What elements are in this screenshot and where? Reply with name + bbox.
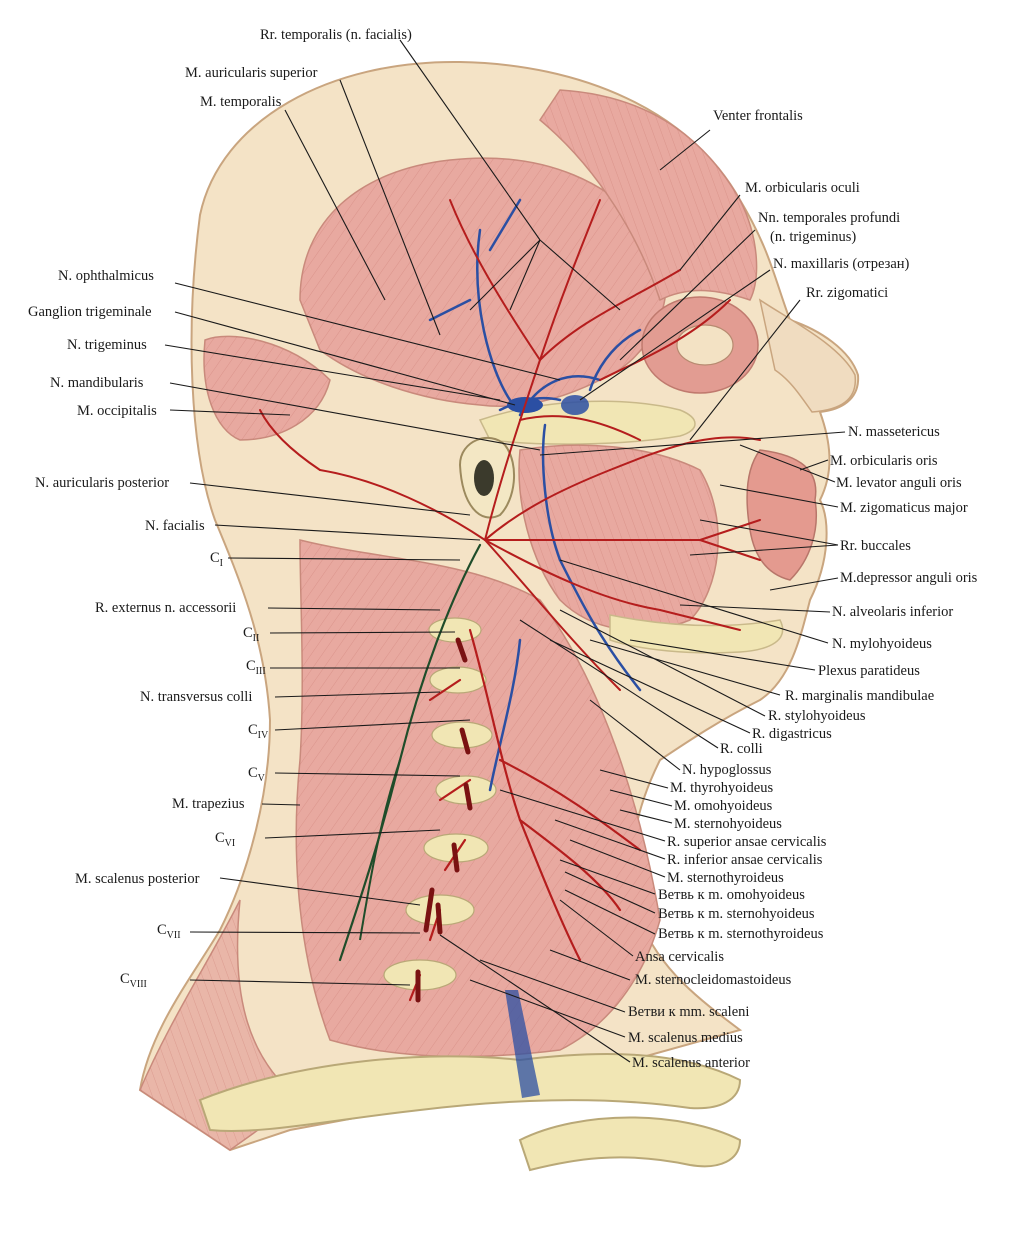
label-r-externus-n-accessorii: R. externus n. accessorii <box>95 600 236 616</box>
nerve-roots <box>415 637 473 1003</box>
labels: Rr. temporalis (n. facialis) M. auricula… <box>28 27 978 1071</box>
leader-lines <box>164 39 846 1063</box>
clavicle <box>198 1053 742 1132</box>
label-m-orbicularis-oculi: M. orbicularis oculi <box>745 180 860 196</box>
label-m-scalenus-anterior: M. scalenus anterior <box>632 1055 750 1071</box>
accessory-nerve <box>338 543 482 962</box>
cervical-plexus-nerves <box>408 628 642 1002</box>
label-m-depressor-anguli-oris: M.depressor anguli oris <box>840 570 978 586</box>
label-m-auricularis-superior: M. auricularis superior <box>185 65 318 81</box>
label-m-zigomaticus-major: M. zigomaticus major <box>840 500 968 516</box>
anatomy-artwork <box>138 60 860 1172</box>
label-n-facialis: N. facialis <box>145 518 205 534</box>
label-m-levator-anguli-oris: M. levator anguli oris <box>836 475 962 491</box>
label-c3: CIII <box>246 658 266 677</box>
label-c8: CVIII <box>120 971 147 990</box>
label-m-orbicularis-oris: M. orbicularis oris <box>830 453 938 469</box>
label-m-sternocleidomastoideus: M. sternocleidomastoideus <box>635 972 792 988</box>
label-n-transversus-colli: N. transversus colli <box>140 689 252 705</box>
label-r-inferior-ansae: R. inferior ansae cervicalis <box>667 852 823 868</box>
label-n-hypoglossus: N. hypoglossus <box>682 762 772 778</box>
label-rr-temporalis: Rr. temporalis (n. facialis) <box>260 27 412 43</box>
label-nn-temporales-profundi-sub: (n. trigeminus) <box>770 229 856 245</box>
label-plexus-paratideus: Plexus paratideus <box>818 663 920 679</box>
label-m-trapezius: M. trapezius <box>172 796 245 812</box>
label-ansa-cervicalis: Ansa cervicalis <box>635 949 724 965</box>
label-m-sternohyoideus: M. sternohyoideus <box>674 816 782 832</box>
nose <box>758 298 856 413</box>
label-r-stylohyoideus: R. stylohyoideus <box>768 708 866 724</box>
label-nn-temporales-profundi: Nn. temporales profundi <box>758 210 900 226</box>
label-m-occipitalis: M. occipitalis <box>77 403 157 419</box>
label-n-mandibularis: N. mandibularis <box>50 375 144 391</box>
label-m-thyrohyoideus: M. thyrohyoideus <box>670 780 773 796</box>
label-n-mylohyoideus: N. mylohyoideus <box>832 636 932 652</box>
label-c2: CII <box>243 625 259 644</box>
label-r-digastricus: R. digastricus <box>752 726 832 742</box>
label-n-trigeminus: N. trigeminus <box>67 337 147 353</box>
label-n-auricularis-posterior: N. auricularis posterior <box>35 475 169 491</box>
internal-jugular-vein <box>505 990 540 1098</box>
label-rr-zigomatici: Rr. zigomatici <box>806 285 888 301</box>
label-n-alveolaris-inferior: N. alveolaris inferior <box>832 604 953 620</box>
label-c4: CIV <box>248 722 269 741</box>
label-c7: CVII <box>157 922 181 941</box>
label-c5: CV <box>248 765 266 784</box>
veins <box>428 198 642 792</box>
label-m-scalenus-posterior: M. scalenus posterior <box>75 871 200 887</box>
label-n-massetericus: N. massetericus <box>848 424 940 440</box>
label-m-temporalis: M. temporalis <box>200 94 282 110</box>
label-vetv-sternohyoideus: Ветвь к m. sternohyoideus <box>658 906 815 922</box>
label-rr-buccales: Rr. buccales <box>840 538 911 554</box>
label-r-colli: R. colli <box>720 741 763 757</box>
label-m-scalenus-medius: M. scalenus medius <box>628 1030 743 1046</box>
label-vetv-omohyoideus: Ветвь к m. omohyoideus <box>658 887 805 903</box>
label-c6: CVI <box>215 830 235 849</box>
label-n-ophthalmicus: N. ophthalmicus <box>58 268 154 284</box>
label-m-sternothyroideus: M. sternothyroideus <box>667 870 784 886</box>
label-vetvi-scaleni: Ветви к mm. scaleni <box>628 1004 749 1020</box>
label-c1: CI <box>210 550 223 569</box>
label-n-maxillaris: N. maxillaris (отрезан) <box>773 256 910 272</box>
label-r-marginalis-mandibulae: R. marginalis mandibulae <box>785 688 934 704</box>
label-r-superior-ansae: R. superior ansae cervicalis <box>667 834 827 850</box>
label-m-omohyoideus: M. omohyoideus <box>674 798 773 814</box>
label-venter-frontalis: Venter frontalis <box>713 108 803 124</box>
label-ganglion-trigeminale: Ganglion trigeminale <box>28 304 152 320</box>
label-vetv-sternothyroideus: Ветвь к m. sternothyroideus <box>658 926 824 942</box>
